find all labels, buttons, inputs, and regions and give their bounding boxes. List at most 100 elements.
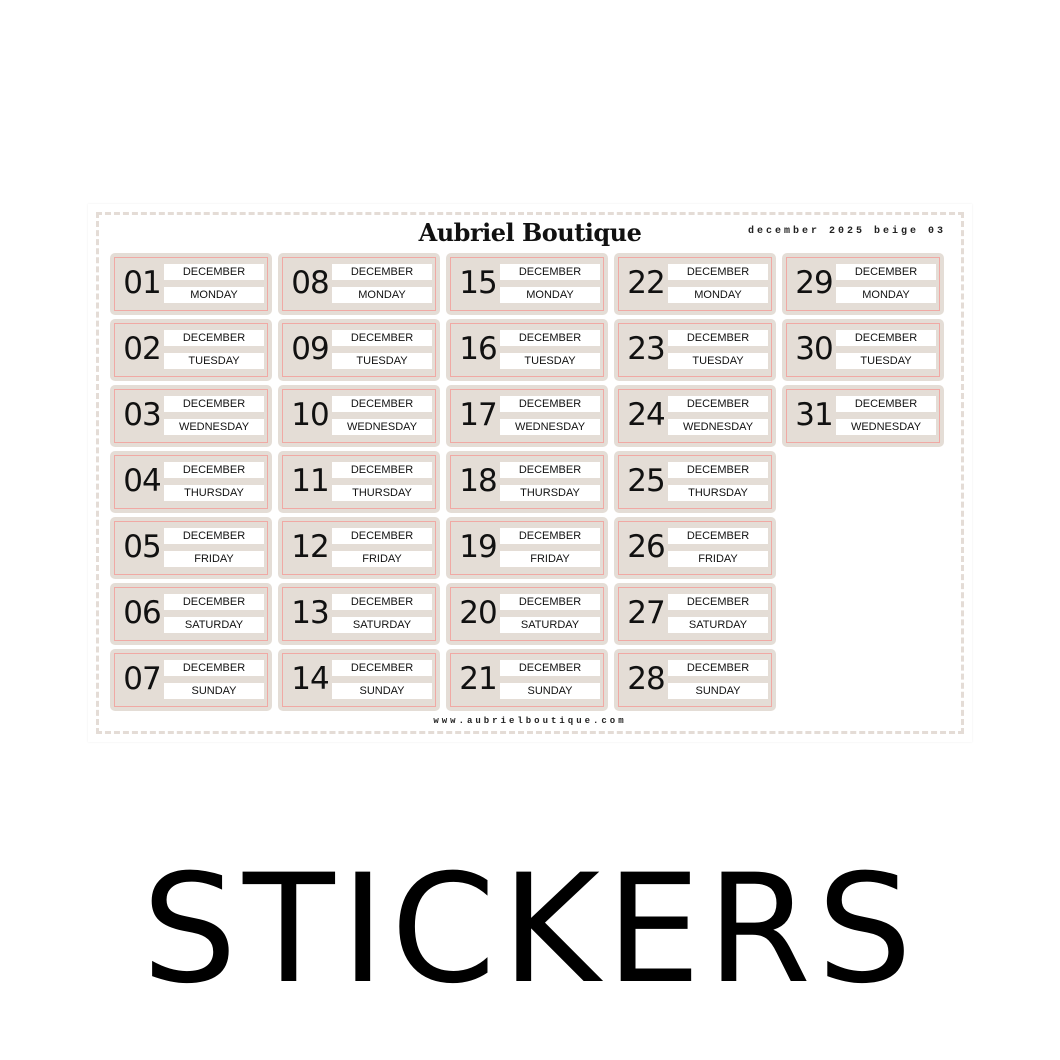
weekday-label: Friday: [668, 551, 768, 567]
sticker-border: [450, 323, 604, 377]
weekday-label: Wednesday: [668, 419, 768, 435]
month-label: December: [668, 330, 768, 346]
weekday-label: Sunday: [164, 683, 264, 699]
weekday-label: Monday: [668, 287, 768, 303]
day-number: 07: [123, 661, 161, 697]
sticker-border: [450, 455, 604, 509]
month-label: December: [164, 462, 264, 478]
sticker-border: [618, 653, 772, 707]
weekday-label: Sunday: [668, 683, 768, 699]
date-sticker: 27DecemberSaturday: [614, 583, 776, 645]
month-label: December: [164, 264, 264, 280]
sticker-grid: 01DecemberMonday02DecemberTuesday03Decem…: [110, 253, 944, 711]
day-number: 06: [123, 595, 161, 631]
month-label: December: [668, 462, 768, 478]
day-number: 23: [627, 331, 665, 367]
sticker-border: [282, 257, 436, 311]
date-sticker: 24DecemberWednesday: [614, 385, 776, 447]
sticker-border: [450, 521, 604, 575]
month-label: December: [668, 594, 768, 610]
sticker-border: [450, 653, 604, 707]
month-label: December: [668, 264, 768, 280]
sticker-border: [114, 587, 268, 641]
weekday-label: Tuesday: [164, 353, 264, 369]
weekday-label: Sunday: [332, 683, 432, 699]
day-number: 16: [459, 331, 497, 367]
date-sticker: 29DecemberMonday: [782, 253, 944, 315]
date-sticker: 19DecemberFriday: [446, 517, 608, 579]
weekday-label: Thursday: [164, 485, 264, 501]
sticker-border: [282, 653, 436, 707]
month-label: December: [500, 528, 600, 544]
month-label: December: [668, 528, 768, 544]
date-sticker: 01DecemberMonday: [110, 253, 272, 315]
sticker-border: [450, 587, 604, 641]
weekday-label: Thursday: [500, 485, 600, 501]
caption-title: STICKERS: [141, 843, 919, 1017]
month-label: December: [332, 594, 432, 610]
weekday-label: Thursday: [668, 485, 768, 501]
date-sticker: 15DecemberMonday: [446, 253, 608, 315]
month-label: December: [164, 528, 264, 544]
date-sticker: 28DecemberSunday: [614, 649, 776, 711]
day-number: 27: [627, 595, 665, 631]
website-url: www.aubrielboutique.com: [433, 716, 627, 726]
day-number: 04: [123, 463, 161, 499]
month-label: December: [836, 264, 936, 280]
date-sticker: 17DecemberWednesday: [446, 385, 608, 447]
date-sticker: 09DecemberTuesday: [278, 319, 440, 381]
month-label: December: [164, 660, 264, 676]
sticker-border: [282, 455, 436, 509]
date-sticker: 12DecemberFriday: [278, 517, 440, 579]
month-label: December: [332, 396, 432, 412]
month-label: December: [332, 330, 432, 346]
month-label: December: [836, 396, 936, 412]
weekday-label: Thursday: [332, 485, 432, 501]
month-label: December: [500, 330, 600, 346]
date-sticker: 14DecemberSunday: [278, 649, 440, 711]
sticker-border: [114, 653, 268, 707]
month-label: December: [164, 330, 264, 346]
date-sticker: 22DecemberMonday: [614, 253, 776, 315]
day-number: 30: [795, 331, 833, 367]
date-sticker: 06DecemberSaturday: [110, 583, 272, 645]
sticker-sheet: Aubriel Boutique december 2025 beige 03 …: [88, 204, 972, 742]
weekday-label: Wednesday: [836, 419, 936, 435]
date-sticker: 10DecemberWednesday: [278, 385, 440, 447]
month-label: December: [500, 594, 600, 610]
sticker-border: [450, 257, 604, 311]
sticker-border: [282, 323, 436, 377]
date-sticker: 21DecemberSunday: [446, 649, 608, 711]
day-number: 22: [627, 265, 665, 301]
month-label: December: [668, 396, 768, 412]
day-number: 19: [459, 529, 497, 565]
sticker-border: [786, 389, 940, 443]
day-number: 29: [795, 265, 833, 301]
day-number: 05: [123, 529, 161, 565]
day-number: 15: [459, 265, 497, 301]
date-sticker: 20DecemberSaturday: [446, 583, 608, 645]
sticker-border: [282, 521, 436, 575]
sticker-border: [786, 323, 940, 377]
sticker-border: [114, 521, 268, 575]
date-sticker: 08DecemberMonday: [278, 253, 440, 315]
date-sticker: 13DecemberSaturday: [278, 583, 440, 645]
sticker-border: [786, 257, 940, 311]
sticker-border: [114, 389, 268, 443]
month-label: December: [668, 660, 768, 676]
day-number: 17: [459, 397, 497, 433]
day-number: 11: [291, 463, 329, 499]
day-number: 08: [291, 265, 329, 301]
day-number: 21: [459, 661, 497, 697]
month-label: December: [164, 594, 264, 610]
date-sticker: 02DecemberTuesday: [110, 319, 272, 381]
weekday-label: Friday: [332, 551, 432, 567]
date-sticker: 25DecemberThursday: [614, 451, 776, 513]
day-number: 02: [123, 331, 161, 367]
month-label: December: [500, 462, 600, 478]
day-number: 20: [459, 595, 497, 631]
weekday-label: Saturday: [668, 617, 768, 633]
sticker-border: [114, 323, 268, 377]
weekday-label: Tuesday: [332, 353, 432, 369]
sticker-border: [618, 521, 772, 575]
